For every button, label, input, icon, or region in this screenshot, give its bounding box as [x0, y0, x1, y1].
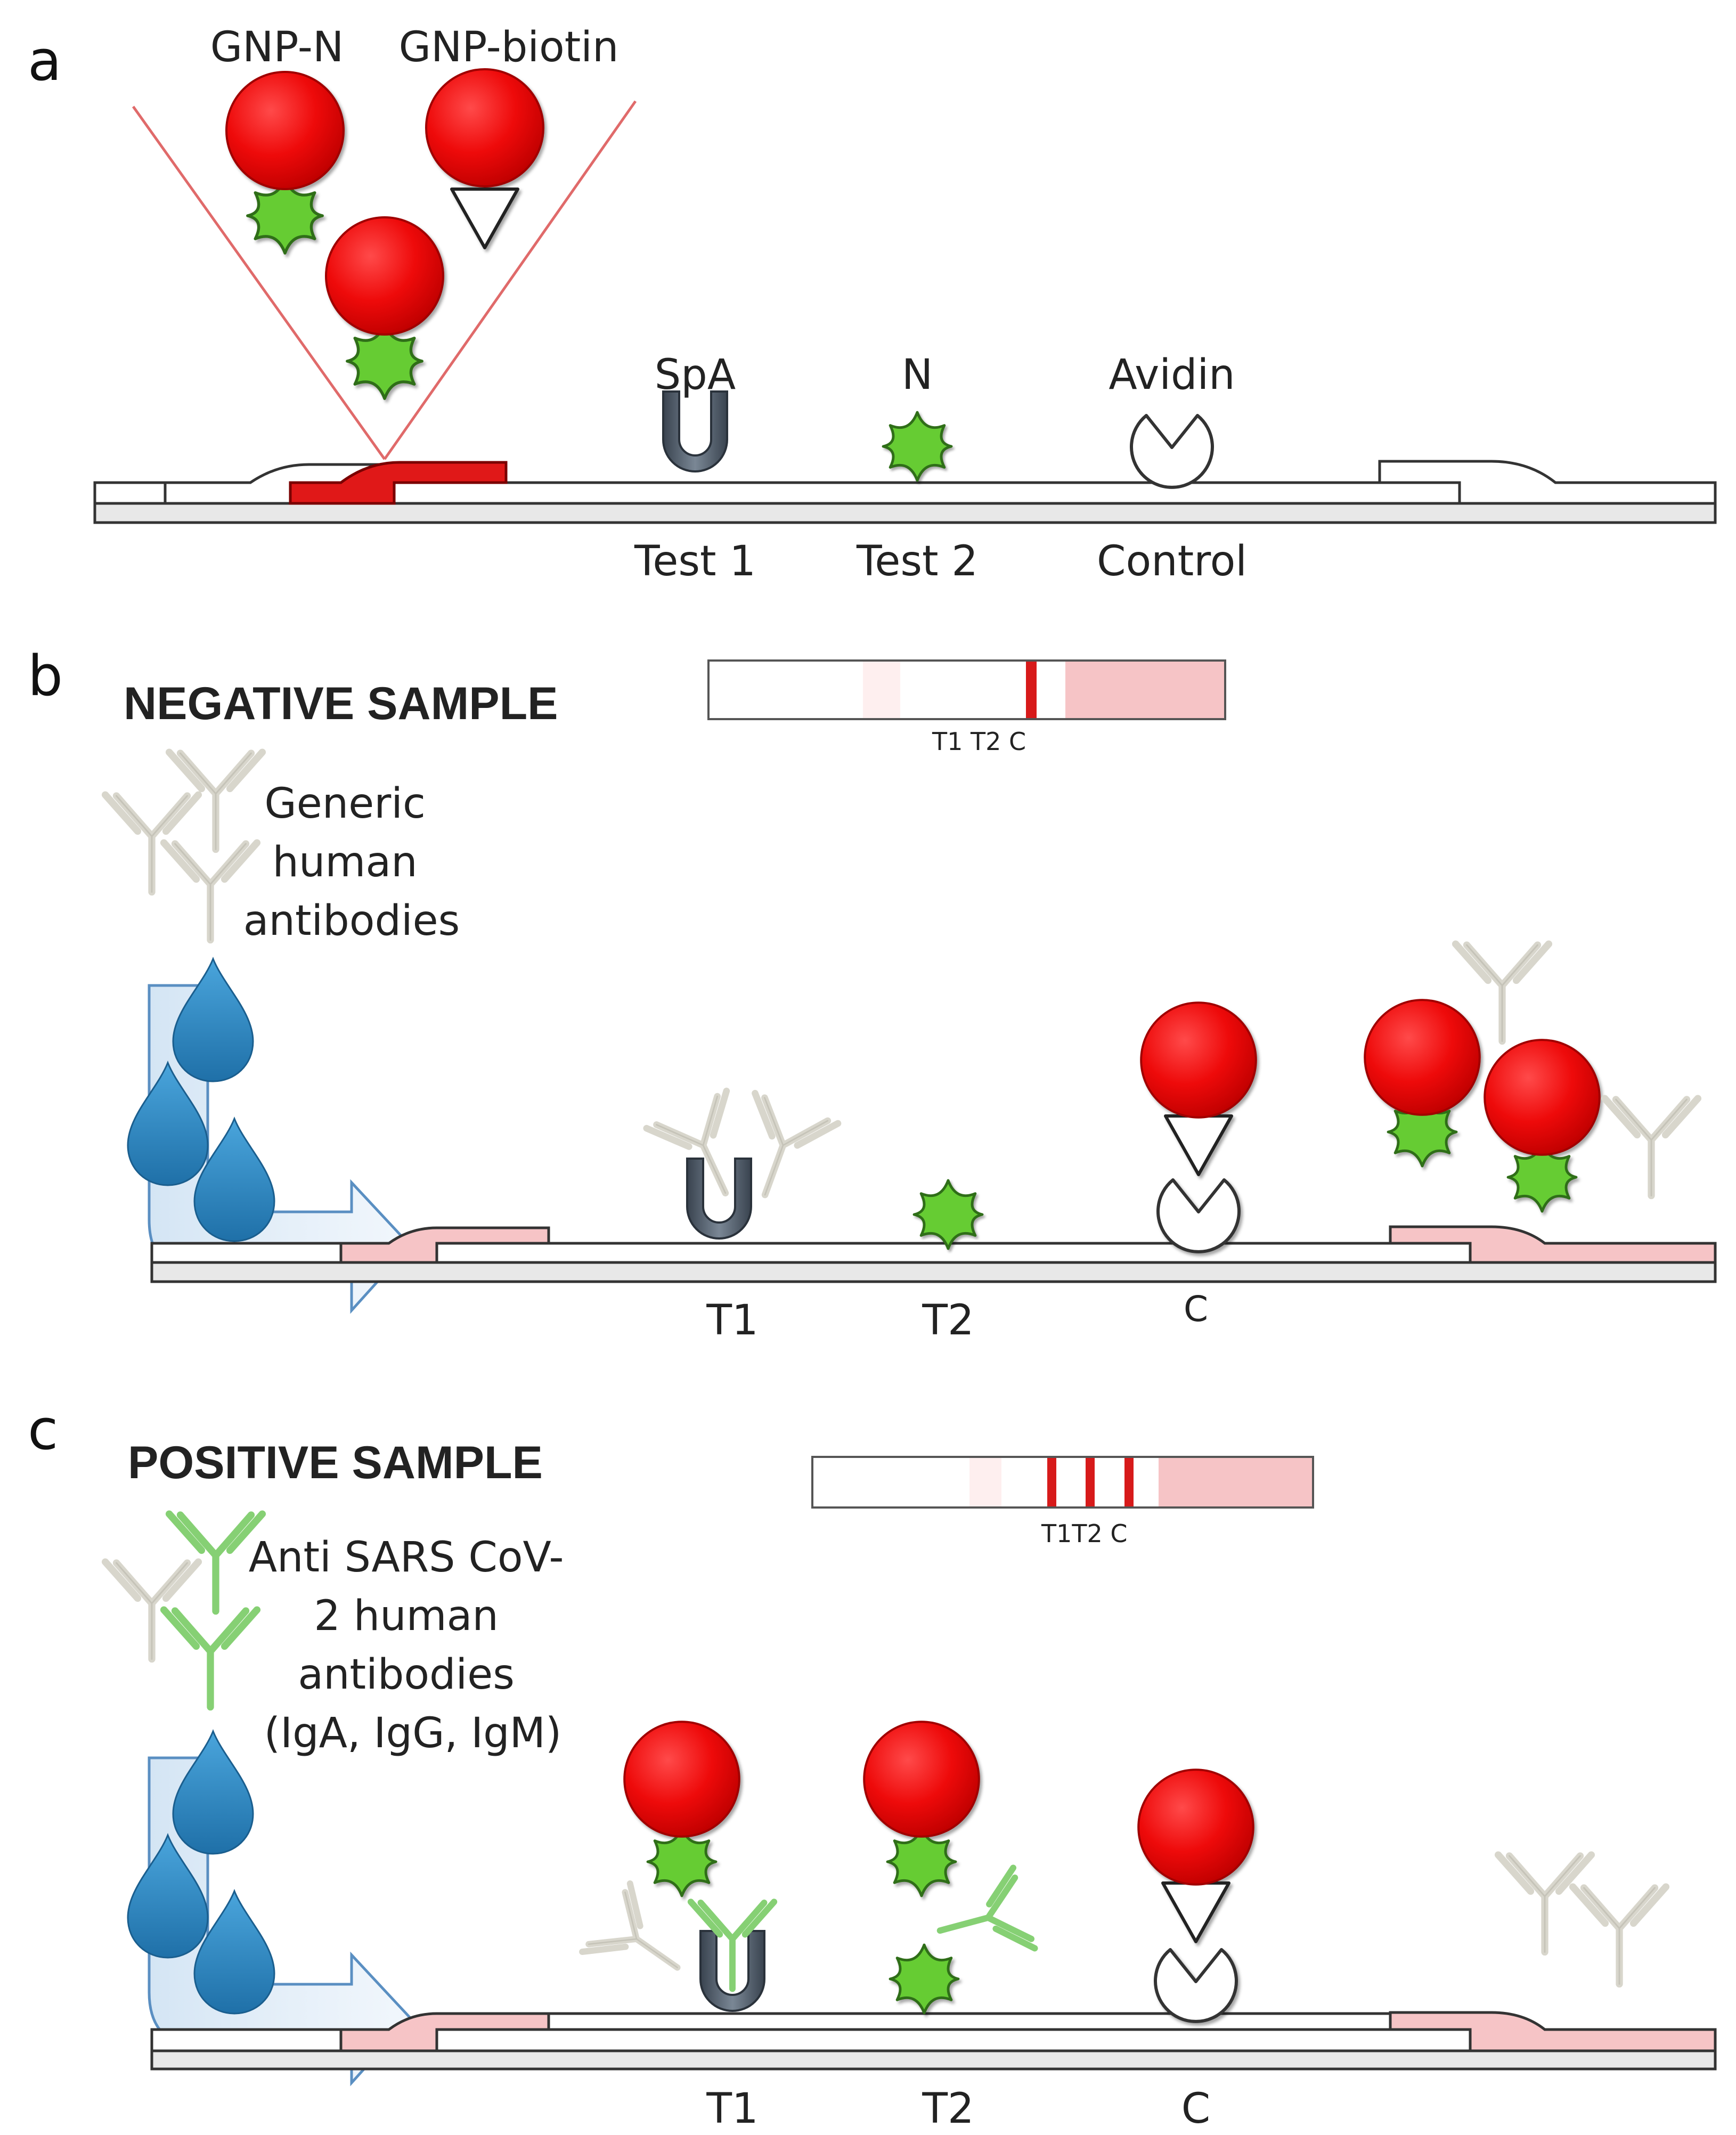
anti-sars-cov-2-text: Anti SARS CoV- 2 human antibodies (IgA, … — [249, 1534, 577, 1757]
t1-label: T1 — [706, 1297, 758, 1344]
t1-label: T1 — [706, 2085, 758, 2133]
strip-readout-positive: T1T2 C — [811, 1456, 1314, 1548]
gnp-biotin-conjugate — [425, 68, 544, 248]
gnp-n-conjugate — [325, 216, 444, 398]
panel-b-title: NEGATIVE SAMPLE — [124, 678, 558, 729]
panel-c-letter: c — [28, 1397, 58, 1462]
strip-readout-negative: T1 T2 C — [707, 659, 1226, 756]
t2-label: T2 — [922, 1297, 974, 1344]
generic-antibodies-icon — [105, 752, 263, 940]
c-label: C — [1184, 1289, 1208, 1330]
panel-b-letter: b — [28, 643, 63, 708]
spa-capture — [662, 390, 728, 472]
panel-c-title: POSITIVE SAMPLE — [128, 1437, 543, 1488]
t1-line — [1047, 1458, 1056, 1506]
c-zone-positive — [1137, 1769, 1254, 2022]
strip-c — [150, 2011, 1717, 2071]
control-label: Control — [1097, 537, 1247, 585]
unbound-antibody-icon — [1605, 1098, 1698, 1195]
test2-label: Test 2 — [856, 537, 978, 585]
spa-label: SpA — [655, 351, 736, 399]
funnel-line-right — [383, 100, 637, 460]
test1-label: Test 1 — [634, 537, 756, 585]
strip-labels: T1T2 C — [1041, 1519, 1127, 1548]
n-antigen-capture — [883, 412, 951, 480]
control-line — [1124, 1458, 1134, 1506]
sample-drop-icon — [172, 1730, 254, 1855]
avidin-label: Avidin — [1109, 351, 1235, 399]
c-zone-negative — [1140, 1001, 1257, 1252]
c-label: C — [1181, 2085, 1210, 2133]
unbound-antibody-icon — [1573, 1887, 1666, 1984]
unbound-antibody-icon — [1498, 1855, 1592, 1952]
strip-b — [150, 1225, 1717, 1283]
avidin-capture — [1131, 415, 1212, 487]
panel-a: a GNP-N GNP-biotin — [28, 23, 1717, 585]
gnp-n-label: GNP-N — [210, 23, 344, 71]
t2-zone-negative — [914, 1180, 982, 1249]
t1-zone-positive — [582, 1721, 774, 2012]
t2-line — [1086, 1458, 1095, 1506]
t2-zone-positive — [863, 1721, 1034, 2013]
unbound-gnp-n — [1364, 999, 1601, 1211]
panel-b: b NEGATIVE SAMPLE T1 T2 C Generic human … — [28, 643, 1717, 1344]
n-label: N — [902, 351, 933, 399]
gnp-n-conjugate — [225, 71, 345, 253]
t2-label: T2 — [922, 2085, 974, 2133]
strip-a — [93, 460, 1717, 524]
t1-zone-negative — [647, 1091, 838, 1240]
conjugate-pad — [289, 461, 508, 505]
generic-antibodies-text: Generic human antibodies — [243, 780, 460, 945]
gnp-biotin-label: GNP-biotin — [399, 23, 619, 71]
funnel-line-left — [132, 105, 386, 460]
sample-drop-icon — [172, 958, 254, 1082]
anti-sars-cov-2-antibodies-icon — [105, 1514, 263, 1707]
panel-a-letter: a — [28, 28, 62, 93]
strip-labels: T1 T2 C — [932, 727, 1026, 756]
control-line — [1026, 662, 1037, 718]
panel-c: c POSITIVE SAMPLE T1T2 C Anti SARS CoV- … — [28, 1397, 1717, 2133]
